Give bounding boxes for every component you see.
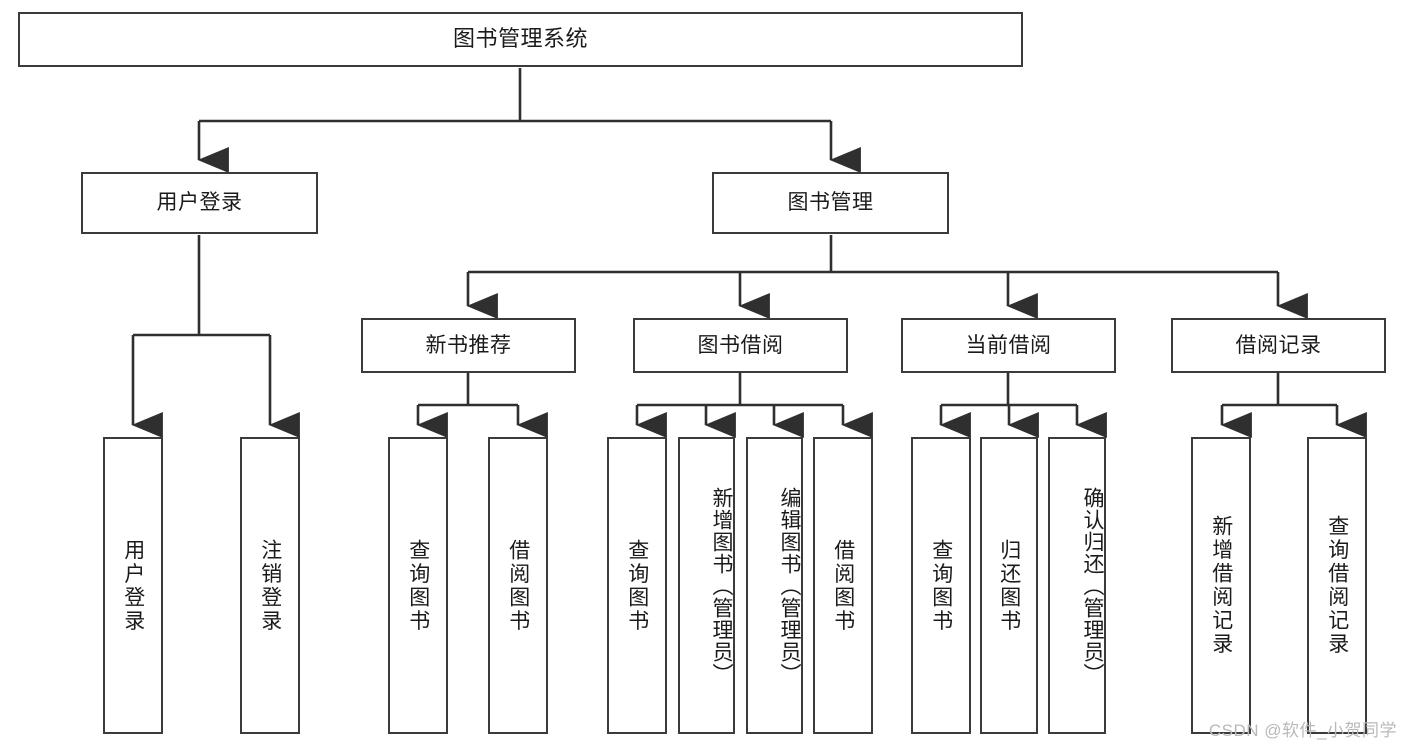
leaf-book-borrow-query[interactable]: 查询图书 [607, 437, 667, 734]
node-label: 查询图书 [406, 538, 430, 633]
node-label: 查询图书 [625, 538, 649, 633]
leaf-borrow-record-query[interactable]: 查询借阅记录 [1307, 437, 1367, 734]
node-label: 新增图书（管理员） [710, 486, 733, 685]
node-label: 借阅图书 [506, 538, 530, 633]
node-label: 查询图书 [929, 538, 953, 633]
watermark: CSDN @软件_小贺同学 [1208, 721, 1397, 740]
node-label: 确认归还（管理员） [1081, 486, 1104, 685]
node-label: 注销登录 [258, 538, 282, 633]
leaf-book-borrow-add-admin[interactable]: 新增图书（管理员） [678, 437, 735, 734]
node-label: 用户登录 [121, 538, 145, 633]
leaf-current-borrow-confirm-admin[interactable]: 确认归还（管理员） [1048, 437, 1106, 734]
leaf-borrow-record-add[interactable]: 新增借阅记录 [1191, 437, 1251, 734]
node-new-book-recommend[interactable]: 新书推荐 [361, 318, 576, 373]
node-label: 用户登录 [156, 191, 243, 215]
node-current-borrow[interactable]: 当前借阅 [901, 318, 1116, 373]
node-label: 借阅图书 [831, 538, 855, 633]
node-label: 图书借阅 [697, 333, 784, 357]
node-book-management[interactable]: 图书管理 [712, 172, 949, 234]
node-label: 借阅记录 [1235, 333, 1322, 357]
leaf-current-borrow-query[interactable]: 查询图书 [911, 437, 971, 734]
node-label: 编辑图书（管理员） [778, 486, 801, 685]
node-label: 图书管理 [787, 191, 874, 215]
node-borrow-record[interactable]: 借阅记录 [1171, 318, 1386, 373]
node-root-book-management-system[interactable]: 图书管理系统 [18, 12, 1023, 67]
node-label: 新增借阅记录 [1209, 515, 1233, 656]
leaf-user-login-login[interactable]: 用户登录 [103, 437, 163, 734]
node-book-borrow[interactable]: 图书借阅 [633, 318, 848, 373]
leaf-new-book-borrow[interactable]: 借阅图书 [488, 437, 548, 734]
node-label: 归还图书 [997, 538, 1021, 633]
leaf-user-login-logout[interactable]: 注销登录 [240, 437, 300, 734]
node-label: 图书管理系统 [452, 26, 588, 52]
leaf-new-book-query[interactable]: 查询图书 [388, 437, 448, 734]
leaf-book-borrow-borrow[interactable]: 借阅图书 [813, 437, 873, 734]
node-label: 查询借阅记录 [1325, 515, 1349, 656]
node-user-login[interactable]: 用户登录 [81, 172, 318, 234]
node-label: 当前借阅 [965, 333, 1052, 357]
leaf-book-borrow-edit-admin[interactable]: 编辑图书（管理员） [746, 437, 803, 734]
leaf-current-borrow-return[interactable]: 归还图书 [980, 437, 1038, 734]
node-label: 新书推荐 [425, 333, 512, 357]
